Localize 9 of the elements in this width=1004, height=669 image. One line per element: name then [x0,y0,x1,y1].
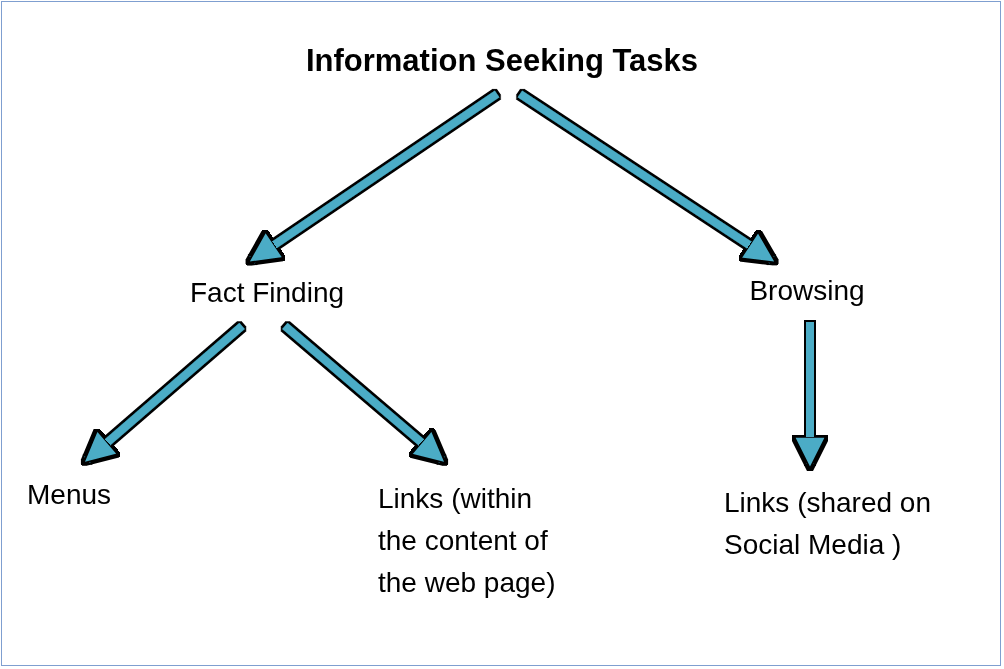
arrow [282,322,447,465]
node-label: Menus [27,478,112,512]
node-label: Fact Finding [189,276,345,310]
node-label: Links (within the content of the web page) [378,482,557,600]
arrow [82,322,245,465]
node-label: Links (shared on Social Media ) [724,486,932,562]
node-label: Information Seeking Tasks [305,42,699,80]
arrow [517,90,777,264]
node-label: Browsing [749,274,865,308]
